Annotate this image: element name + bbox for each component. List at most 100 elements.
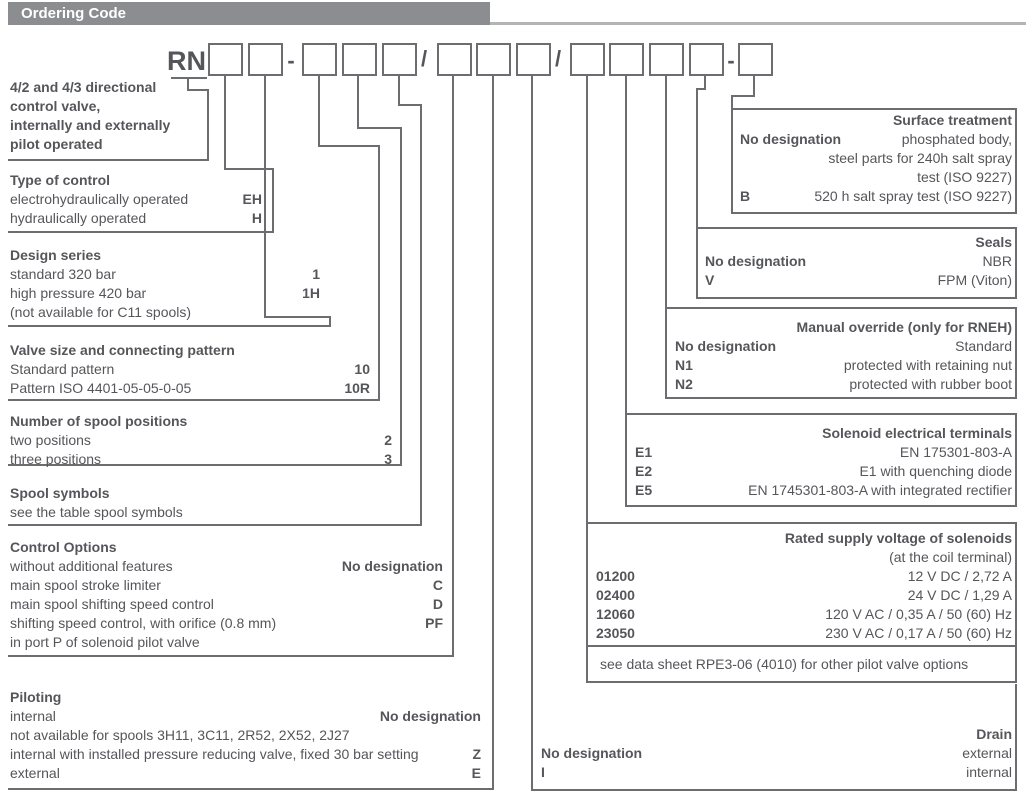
connector-line: [420, 104, 422, 526]
row-label: see the table spool symbols: [10, 504, 183, 520]
row-code: No designation: [541, 745, 643, 761]
row-label: EN 175301-803-A: [899, 444, 1012, 460]
section-manual-override: Manual override (only for RNEH) No desig…: [675, 318, 1012, 398]
row-code: N2: [675, 376, 693, 392]
connector-line: [452, 75, 454, 657]
connector-line: [586, 645, 1017, 647]
row-code: I: [541, 764, 545, 780]
row-label: three positions: [10, 451, 102, 467]
row-code: No designation: [379, 708, 481, 724]
connector-line: [753, 75, 755, 97]
row-code: 01200: [596, 568, 635, 584]
section-title: Spool symbols: [10, 485, 110, 501]
row-label: electrohydraulically operated: [10, 191, 189, 207]
row-code: E5: [635, 482, 653, 498]
row-label: EN 1745301-803-A with integrated rectifi…: [748, 482, 1012, 498]
row-code: V: [705, 272, 715, 288]
spec-row: external E: [10, 764, 481, 783]
spec-row: main spool shifting speed control D: [10, 595, 443, 614]
section-title: Type of control: [10, 172, 111, 188]
row-code: E2: [635, 463, 653, 479]
row-code: C: [432, 577, 443, 593]
connector-line: [264, 75, 266, 318]
connector-line: [187, 89, 209, 91]
row-label: test (ISO 9227): [917, 169, 1012, 185]
spec-row: not available for spools 3H11, 3C11, 2R5…: [10, 726, 481, 745]
section-title: Design series: [10, 247, 102, 263]
section-title: Surface treatment: [892, 112, 1012, 128]
section-valve-size: Valve size and connecting pattern Standa…: [10, 341, 370, 401]
section-title: 4/2 and 4/3 directional: [10, 79, 157, 95]
row-code: H: [251, 210, 262, 226]
row-label: steel parts for 240h salt spray: [828, 150, 1012, 166]
row-code: PF: [425, 615, 443, 631]
row-label: 120 V AC / 0,35 A / 50 (60) Hz: [825, 606, 1012, 622]
connector-line: [8, 399, 380, 401]
connector-line: [696, 227, 1017, 229]
section-title: Piloting: [10, 689, 62, 705]
connector-line: [625, 413, 1017, 415]
pilot-valve-note: see data sheet RPE3-06 (4010) for other …: [600, 656, 969, 672]
row-code: D: [432, 596, 443, 612]
row-label: external: [10, 765, 60, 781]
separator-slash: /: [420, 46, 428, 71]
row-code: E: [471, 765, 481, 781]
row-code: 10R: [344, 380, 370, 396]
row-code: 12060: [596, 606, 635, 622]
row-label: (not available for C11 spools): [10, 304, 192, 320]
connector-line: [8, 655, 454, 657]
row-code: 3: [384, 451, 392, 467]
connector-line: [224, 75, 226, 170]
code-box: [248, 43, 283, 76]
section-type-of-control: Type of control electrohydraulically ope…: [10, 171, 262, 231]
row-code: No designation: [705, 253, 807, 269]
section-title: Seals: [975, 234, 1012, 250]
row-label: in port P of solenoid pilot valve: [10, 634, 200, 650]
spec-row: internal No designation: [10, 707, 481, 726]
section-piloting: Piloting internal No designation not avai…: [10, 688, 481, 788]
section-title: Control Options: [10, 539, 117, 555]
connector-line: [187, 78, 189, 91]
connector-line: [8, 231, 274, 233]
code-box: [302, 43, 337, 76]
row-label: high pressure 420 bar: [10, 285, 147, 301]
connector-line: [731, 212, 1017, 214]
spec-row: hydraulically operated H: [10, 209, 262, 228]
connector-line: [318, 75, 320, 147]
row-label: hydraulically operated: [10, 210, 147, 226]
spec-row: see the table spool symbols: [10, 503, 310, 522]
connector-line: [731, 95, 733, 214]
connector-line: [1015, 684, 1017, 791]
code-box: [570, 43, 605, 76]
connector-line: [696, 88, 706, 90]
connector-line: [398, 75, 400, 106]
row-label: shifting speed control, with orifice (0.…: [10, 615, 277, 631]
row-label: main spool shifting speed control: [10, 596, 214, 612]
page-title: Ordering Code: [21, 5, 127, 22]
connector-line: [704, 75, 706, 90]
separator-dash: -: [287, 48, 295, 73]
connector-line: [398, 104, 422, 106]
code-box: [689, 43, 724, 76]
row-label: internal: [10, 708, 56, 724]
code-box: [649, 43, 684, 76]
section-subtitle: (at the coil terminal): [889, 549, 1012, 565]
row-code: EH: [242, 191, 262, 207]
connector-line: [357, 75, 359, 129]
separator-slash: /: [554, 46, 562, 71]
